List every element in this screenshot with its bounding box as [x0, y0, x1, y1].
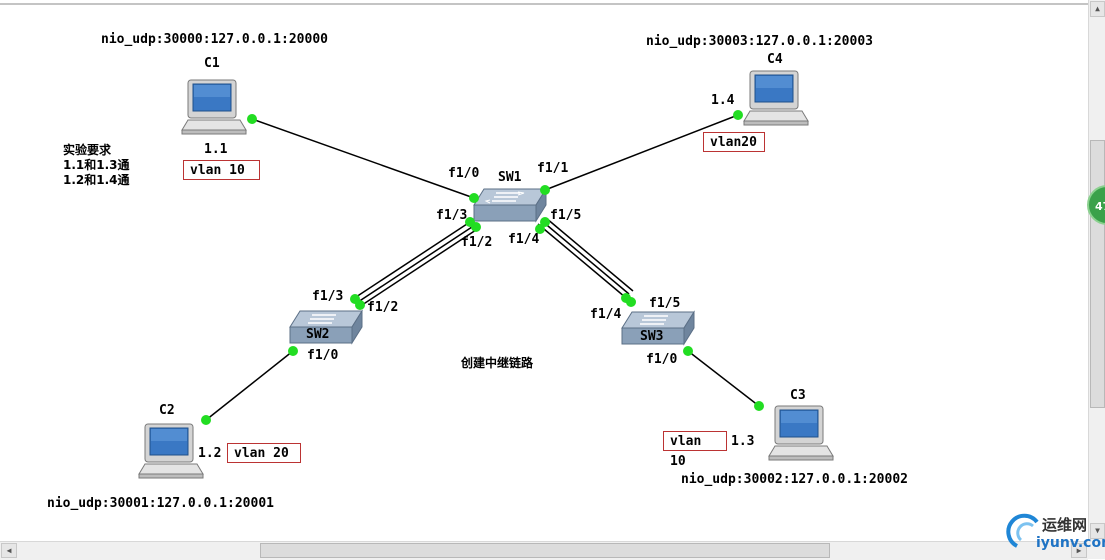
watermark-text-cn: 运维网 [1042, 516, 1088, 534]
computer-icon-c3[interactable] [768, 405, 834, 461]
vertical-scrollbar[interactable]: ▲ ▼ [1088, 0, 1105, 541]
switch-name-sw1: SW1 [498, 170, 522, 185]
switch-icon-sw2[interactable] [289, 309, 363, 345]
requirement-line-2: 1.2和1.4通 [63, 173, 130, 187]
host-name-c2: C2 [159, 403, 175, 418]
host-ip-c1: 1.1 [204, 142, 228, 157]
port-dot-sw3-f15 [626, 297, 636, 307]
port-dot-c2 [201, 415, 211, 425]
port-dot-sw3-f10 [683, 346, 693, 356]
switch-icon-sw1[interactable] [473, 187, 547, 223]
nio-label-c2: nio_udp:30001:127.0.0.1:20001 [47, 496, 274, 511]
switch-name-sw3: SW3 [640, 329, 664, 344]
port-label-sw2-f13: f1/3 [312, 289, 344, 304]
host-name-c1: C1 [204, 56, 220, 71]
port-label-sw1-f10: f1/0 [448, 166, 480, 181]
computer-icon-c4[interactable] [743, 70, 809, 126]
port-label-sw3-f10: f1/0 [646, 352, 678, 367]
port-label-sw1-f14: f1/4 [508, 232, 540, 247]
host-name-c4: C4 [767, 52, 783, 67]
link-sw2-c2 [205, 350, 294, 421]
vlan-box-c3: vlan 10 [663, 431, 727, 469]
vlan-box-c1: vlan 10 [183, 160, 260, 180]
port-dot-c1 [247, 114, 257, 124]
link-c1-sw1 [251, 118, 475, 199]
switch-icon-sw3[interactable] [621, 310, 695, 346]
horizontal-scrollbar[interactable]: ◀ ▶ [0, 541, 1088, 560]
trunk-note: 创建中继链路 [461, 356, 534, 370]
port-dot-sw2-f12 [355, 300, 365, 310]
link-c4-sw1 [544, 114, 739, 191]
port-dot-sw1-f15 [540, 217, 550, 227]
port-label-sw2-f10: f1/0 [307, 348, 339, 363]
computer-icon-c1[interactable] [181, 79, 247, 135]
nio-label-c4: nio_udp:30003:127.0.0.1:20003 [646, 34, 873, 49]
host-name-c3: C3 [790, 388, 806, 403]
port-dot-sw1-f11 [540, 185, 550, 195]
port-label-sw1-f15: f1/5 [550, 208, 582, 223]
scroll-right-icon[interactable]: ▶ [1071, 543, 1087, 558]
port-dot-sw1-f10 [469, 193, 479, 203]
nio-label-c1: nio_udp:30000:127.0.0.1:20000 [101, 32, 328, 47]
watermark-text-url: iyunv.com [1036, 535, 1105, 551]
requirement-line-1: 1.1和1.3通 [63, 158, 130, 172]
port-label-sw1-f11: f1/1 [537, 161, 569, 176]
requirements-title: 实验要求 [63, 143, 112, 157]
vertical-scroll-thumb[interactable] [1090, 140, 1105, 408]
link-sw3-c3 [687, 350, 760, 407]
port-dot-sw1-f14 [535, 224, 545, 234]
vlan-box-c2: vlan 20 [227, 443, 301, 463]
trunk-sw1-sw2 [352, 221, 480, 306]
port-label-sw1-f12: f1/2 [461, 235, 493, 250]
trunk-sw1-sw3 [537, 217, 634, 298]
port-dot-c3 [754, 401, 764, 411]
vlan-box-c4: vlan20 [703, 132, 765, 152]
host-ip-c4: 1.4 [711, 93, 735, 108]
scroll-up-icon[interactable]: ▲ [1090, 1, 1105, 17]
watermark-logo-icon [1006, 513, 1039, 548]
switch-name-sw2: SW2 [306, 327, 330, 342]
scrollbar-corner [1088, 541, 1105, 559]
port-dot-sw1-f12 [471, 222, 481, 232]
host-ip-c2: 1.2 [198, 446, 222, 461]
computer-icon-c2[interactable] [138, 423, 204, 479]
port-label-sw2-f12: f1/2 [367, 300, 399, 315]
port-label-sw3-f15: f1/5 [649, 296, 681, 311]
host-ip-c3: 1.3 [731, 434, 755, 449]
nio-label-c3: nio_udp:30002:127.0.0.1:20002 [681, 472, 908, 487]
scroll-left-icon[interactable]: ◀ [1, 543, 17, 558]
port-dot-c4 [733, 110, 743, 120]
port-dot-sw2-f10 [288, 346, 298, 356]
port-dots [201, 110, 764, 425]
horizontal-scroll-thumb[interactable] [260, 543, 830, 558]
port-label-sw1-f13: f1/3 [436, 208, 468, 223]
port-label-sw3-f14: f1/4 [590, 307, 622, 322]
